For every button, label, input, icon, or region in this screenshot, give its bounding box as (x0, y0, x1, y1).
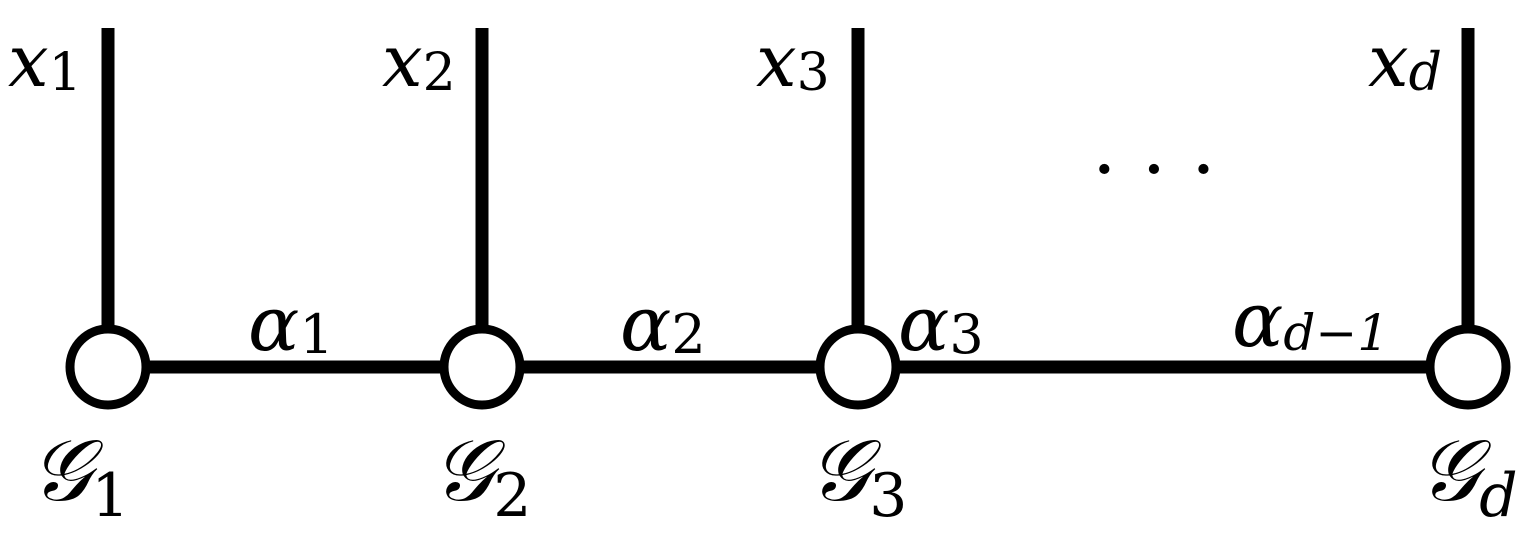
core-node-3 (815, 324, 901, 410)
core-node-d (1425, 324, 1511, 410)
bond-label-2: α2 (620, 279, 706, 368)
input-label-d: xd (1368, 19, 1442, 103)
core-label-2: 𝒢2 (432, 421, 531, 531)
bond-label-1: α1 (248, 279, 334, 368)
core-label-1: 𝒢1 (30, 421, 129, 531)
core-label-3: 𝒢3 (808, 421, 907, 531)
core-label-d: 𝒢d (1418, 421, 1518, 531)
ellipsis: · · · (1092, 125, 1216, 215)
input-label-1: x1 (8, 19, 82, 103)
bond-label-3: α3 (898, 279, 984, 368)
core-node-2 (439, 324, 525, 410)
input-label-2: x2 (382, 19, 456, 103)
input-label-3: x3 (756, 19, 830, 103)
core-node-1 (65, 324, 151, 410)
bond-label-d-minus-1: αd−1 (1232, 275, 1389, 364)
